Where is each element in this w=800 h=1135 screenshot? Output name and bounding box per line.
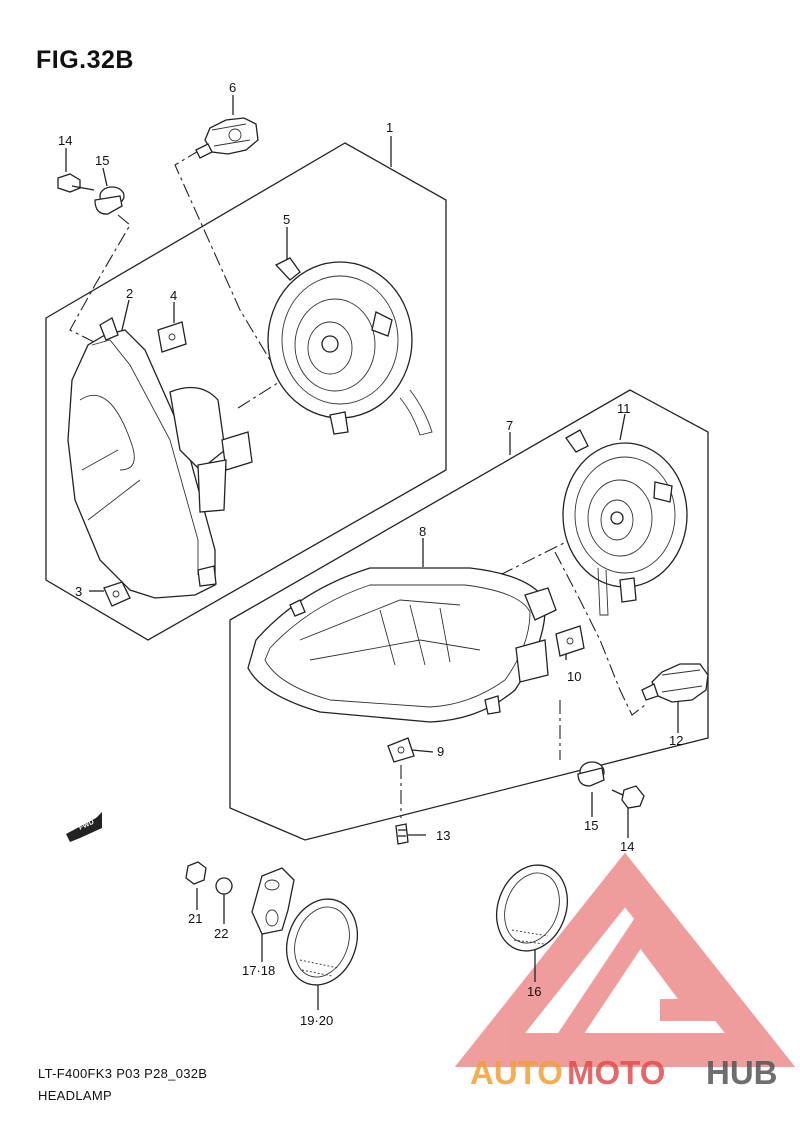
assembly-outline-upper xyxy=(45,142,447,641)
callout-15-upper: 15 xyxy=(95,153,109,168)
callout-15-lower: 15 xyxy=(584,818,598,833)
callout-4: 4 xyxy=(170,288,177,303)
callout-9: 9 xyxy=(437,744,444,759)
nut-part-21 xyxy=(185,861,207,885)
bulb-part-12 xyxy=(641,663,709,703)
callout-12: 12 xyxy=(669,733,683,748)
callout-3: 3 xyxy=(75,584,82,599)
callout-11: 11 xyxy=(617,401,631,416)
screw-part-14-upper xyxy=(57,173,95,193)
callout-14-lower: 14 xyxy=(620,839,634,854)
screw-part-13 xyxy=(395,823,409,845)
callout-7: 7 xyxy=(506,418,513,433)
reflector-part-16 xyxy=(496,864,568,952)
callout-labels: 1 2 3 4 5 6 7 8 9 10 11 12 13 14 15 14 1… xyxy=(58,80,683,1028)
nut-clip-part-3 xyxy=(103,581,131,607)
bulb-part-6 xyxy=(195,117,259,159)
callout-8: 8 xyxy=(419,524,426,539)
watermark-logo xyxy=(454,852,796,1067)
bracket-part-17-18 xyxy=(251,867,295,935)
figure-title: FIG.32B xyxy=(36,46,134,74)
callout-22: 22 xyxy=(214,926,228,941)
clip-part-10 xyxy=(555,625,585,657)
socket-part-11 xyxy=(562,429,688,616)
clip-part-4 xyxy=(157,321,187,353)
assembly-outline-lower xyxy=(229,389,709,841)
watermark-word-2: MOTO xyxy=(567,1054,665,1091)
callout-10: 10 xyxy=(567,669,581,684)
headlamp-housing-part-8 xyxy=(247,567,557,723)
headlamp-housing-part-2 xyxy=(67,317,253,599)
callout-21: 21 xyxy=(188,911,202,926)
callout-6: 6 xyxy=(229,80,236,95)
callout-17-18: 17·18 xyxy=(242,963,275,978)
watermark-word-1: AUTO xyxy=(470,1054,563,1091)
callout-1: 1 xyxy=(386,120,393,135)
screw-part-14-lower xyxy=(611,785,645,809)
leader-lines xyxy=(65,95,679,1010)
grommet-part-15-upper xyxy=(94,186,125,215)
socket-part-5 xyxy=(267,257,433,436)
watermark-word-3: HUB xyxy=(706,1054,778,1091)
callout-16: 16 xyxy=(527,984,541,999)
callout-13: 13 xyxy=(436,828,450,843)
callout-5: 5 xyxy=(283,212,290,227)
watermark-wordmark: AUTO MOTO HUB xyxy=(470,1054,778,1091)
figure-code: LT-F400FK3 P03 P28_032B xyxy=(38,1066,208,1081)
figure-name: HEADLAMP xyxy=(38,1088,112,1103)
callout-14-upper: 14 xyxy=(58,133,72,148)
forward-arrow-icon: FWD xyxy=(66,812,102,842)
reflector-part-19-20 xyxy=(286,898,358,986)
callout-2: 2 xyxy=(126,286,133,301)
nut-clip-part-9 xyxy=(387,737,415,763)
grommet-part-15-lower xyxy=(577,761,605,787)
collar-part-22 xyxy=(215,877,233,895)
callout-19-20: 19·20 xyxy=(300,1013,333,1028)
